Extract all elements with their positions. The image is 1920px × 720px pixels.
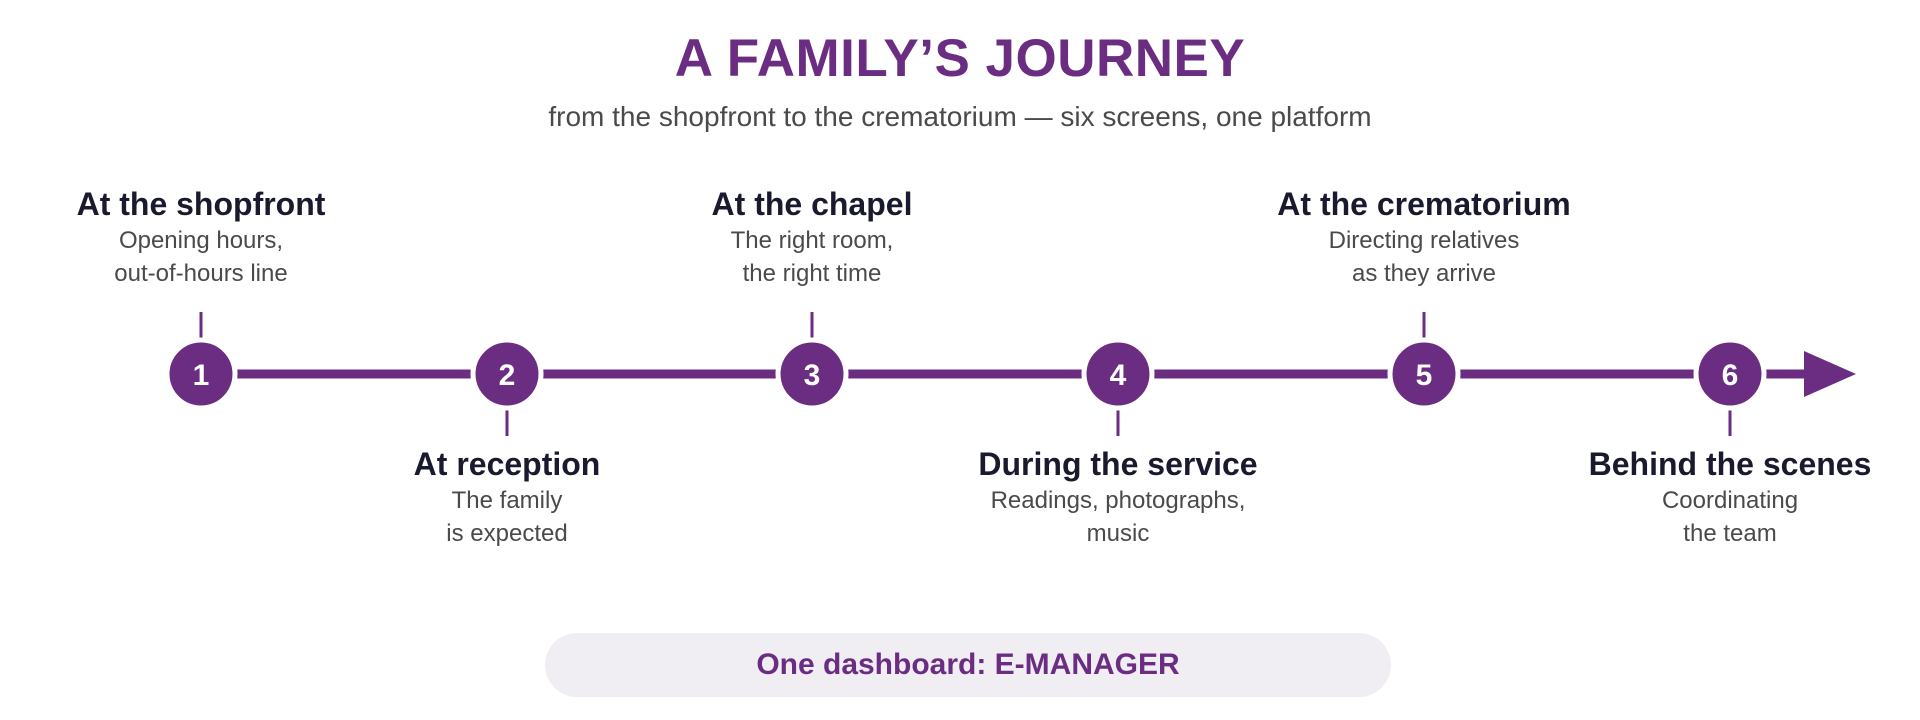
step-description: Directing relatives as they arrive bbox=[1234, 224, 1614, 290]
step-label-2: At reception The family is expected bbox=[317, 444, 697, 550]
step-description-line: as they arrive bbox=[1351, 260, 1497, 287]
step-description-line: the right time bbox=[742, 260, 882, 287]
step-number-3: 3 bbox=[804, 359, 821, 392]
step-title: At the shopfront bbox=[76, 186, 326, 222]
step-description: The family is expected bbox=[317, 484, 697, 550]
step-description-line: the team bbox=[1683, 520, 1777, 547]
step-description-line: The family bbox=[451, 487, 563, 514]
step-number-2: 2 bbox=[499, 359, 516, 392]
step-label-3: At the chapel The right room, the right … bbox=[622, 184, 1002, 290]
step-title: At the crematorium bbox=[1277, 186, 1571, 222]
step-description: Opening hours, out-of-hours line bbox=[11, 224, 391, 290]
step-title: During the service bbox=[978, 446, 1258, 482]
step-description-line: The right room, bbox=[730, 227, 894, 254]
step-number-1: 1 bbox=[193, 359, 210, 392]
step-description-line: is expected bbox=[446, 520, 568, 547]
footer-label: One dashboard: E-MANAGER bbox=[756, 648, 1180, 681]
step-marker-4: 4 bbox=[1081, 337, 1155, 411]
step-label-1: At the shopfront Opening hours, out-of-h… bbox=[11, 184, 391, 290]
step-description-line: Directing relatives bbox=[1328, 227, 1520, 254]
step-description: The right room, the right time bbox=[622, 224, 1002, 290]
step-label-5: At the crematorium Directing relatives a… bbox=[1234, 184, 1614, 290]
step-description-line: music bbox=[1086, 520, 1150, 547]
step-label-4: During the service Readings, photographs… bbox=[928, 444, 1308, 550]
footer-pill: One dashboard: E-MANAGER bbox=[545, 633, 1391, 697]
step-description: Readings, photographs, music bbox=[928, 484, 1308, 550]
step-description: Coordinating the team bbox=[1540, 484, 1920, 550]
step-marker-1: 1 bbox=[164, 337, 238, 411]
step-title: Behind the scenes bbox=[1588, 446, 1872, 482]
step-title: At the chapel bbox=[711, 186, 913, 222]
step-label-6: Behind the scenes Coordinating the team bbox=[1540, 444, 1920, 550]
step-title: At reception bbox=[413, 446, 601, 482]
timeline-arrow-head bbox=[1804, 351, 1856, 397]
step-description-line: Opening hours, bbox=[118, 227, 284, 254]
step-number-5: 5 bbox=[1416, 359, 1433, 392]
step-number-4: 4 bbox=[1110, 359, 1127, 392]
step-marker-5: 5 bbox=[1387, 337, 1461, 411]
step-number-6: 6 bbox=[1722, 359, 1739, 392]
step-marker-2: 2 bbox=[470, 337, 544, 411]
page-title: A FAMILY’S JOURNEY bbox=[674, 29, 1246, 88]
step-marker-6: 6 bbox=[1693, 337, 1767, 411]
step-description-line: Readings, photographs, bbox=[990, 487, 1246, 514]
step-description-line: out-of-hours line bbox=[114, 260, 288, 287]
page-subtitle: from the shopfront to the crematorium — … bbox=[548, 101, 1372, 132]
step-description-line: Coordinating bbox=[1661, 487, 1799, 514]
step-marker-3: 3 bbox=[775, 337, 849, 411]
